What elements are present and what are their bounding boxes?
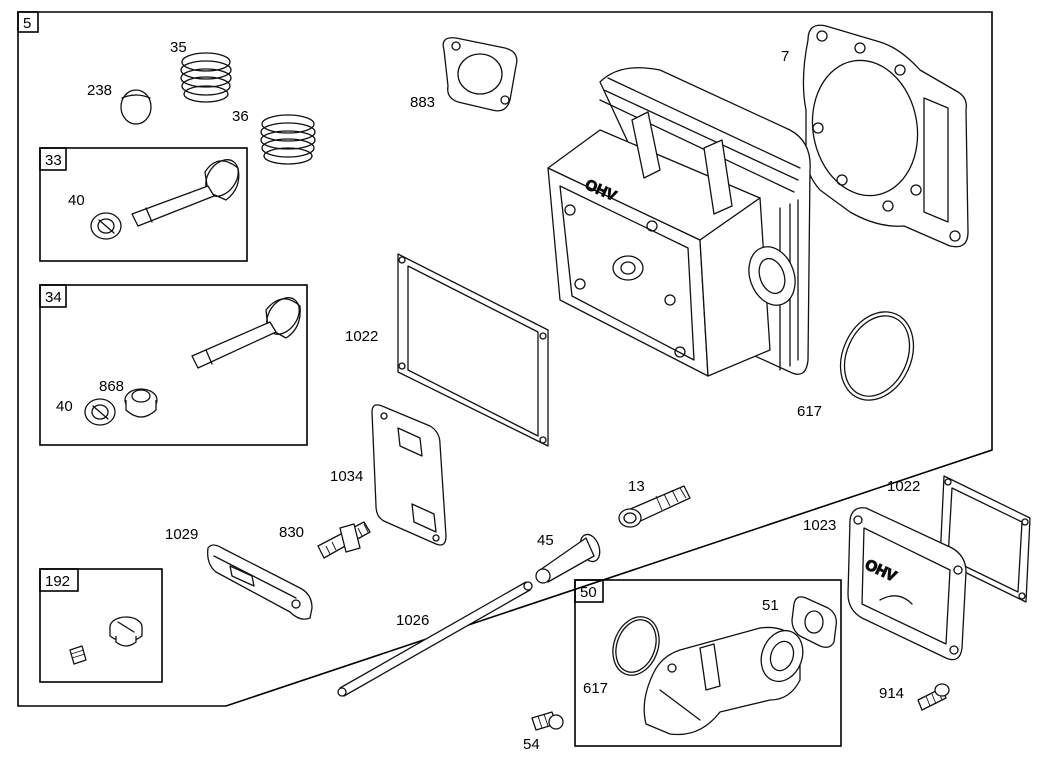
callout-617-upper: 617 [797, 403, 822, 420]
kit-33-label: 33 [45, 152, 62, 169]
part-883-gasket [442, 37, 518, 112]
callout-238: 238 [87, 82, 112, 99]
callout-7: 7 [781, 48, 789, 65]
part-1026-push-rod [337, 581, 533, 697]
kit-192-screw [69, 645, 87, 665]
callout-1022-left: 1022 [345, 328, 378, 345]
callout-51: 51 [762, 597, 779, 614]
kit-33-valve-keeper-40 [90, 212, 122, 240]
part-7-head-gasket [802, 24, 969, 248]
part-617-o-ring-upper [839, 311, 915, 401]
kit-box-192 [39, 568, 163, 683]
kit-box-33 [39, 147, 248, 262]
kit-34-label: 34 [45, 289, 62, 306]
callout-54: 54 [523, 736, 540, 753]
callout-883: 883 [410, 94, 435, 111]
cylinder-head: OHV [547, 67, 811, 377]
part-36-spring [260, 114, 316, 165]
part-1029-rocker-arm [207, 544, 313, 620]
kit-34-valve-keeper-40 [84, 398, 116, 426]
callout-1034: 1034 [330, 468, 363, 485]
head-ohv-lettering: OHV [582, 176, 619, 205]
callout-35: 35 [170, 39, 187, 56]
kit-50-tag [574, 579, 604, 603]
callout-617-kit50: 617 [583, 680, 608, 697]
kit-192-label: 192 [45, 573, 70, 590]
callout-40-kit34: 40 [56, 398, 73, 415]
kit-33-tag [39, 147, 67, 171]
kit-192-tag [39, 568, 79, 592]
kit-50-intake-manifold [643, 626, 804, 736]
callout-36: 36 [232, 108, 249, 125]
kit-34-valve [191, 297, 301, 369]
part-1034-breather-plate [371, 404, 447, 546]
callout-40-kit33: 40 [68, 192, 85, 209]
part-54-screw [531, 711, 564, 731]
part-1022-gasket-left [397, 253, 549, 447]
part-13-bolt [618, 485, 691, 528]
callout-868: 868 [99, 378, 124, 395]
assembly-number: 5 [23, 15, 31, 32]
callout-1023: 1023 [803, 517, 836, 534]
kit-50-gasket-51 [791, 596, 837, 648]
kit-33-valve [131, 159, 240, 227]
part-35-spring [180, 52, 232, 103]
part-830-stud [317, 521, 371, 559]
part-45-tappet [535, 533, 601, 584]
part-914-screw [917, 683, 950, 711]
kit-50-o-ring-617 [612, 616, 660, 676]
part-238-valve-cap [120, 89, 152, 125]
assembly-frame [17, 11, 993, 707]
callout-13: 13 [628, 478, 645, 495]
callout-1026: 1026 [396, 612, 429, 629]
kit-box-50 [574, 579, 842, 747]
callout-1022-right: 1022 [887, 478, 920, 495]
callout-1029: 1029 [165, 526, 198, 543]
part-1023-valve-cover: OHV [847, 507, 967, 661]
callouts: 35 238 36 883 7 40 40 868 1022 617 1034 … [56, 39, 920, 753]
kit-192-fitting [109, 616, 143, 647]
kit-34-valve-seal-868 [124, 388, 158, 418]
callout-45: 45 [537, 532, 554, 549]
assembly-number-box [17, 11, 39, 33]
callout-914: 914 [879, 685, 904, 702]
kit-34-tag [39, 284, 67, 308]
kit-box-34 [39, 284, 308, 446]
kit-50-label: 50 [580, 584, 597, 601]
callout-830: 830 [279, 524, 304, 541]
